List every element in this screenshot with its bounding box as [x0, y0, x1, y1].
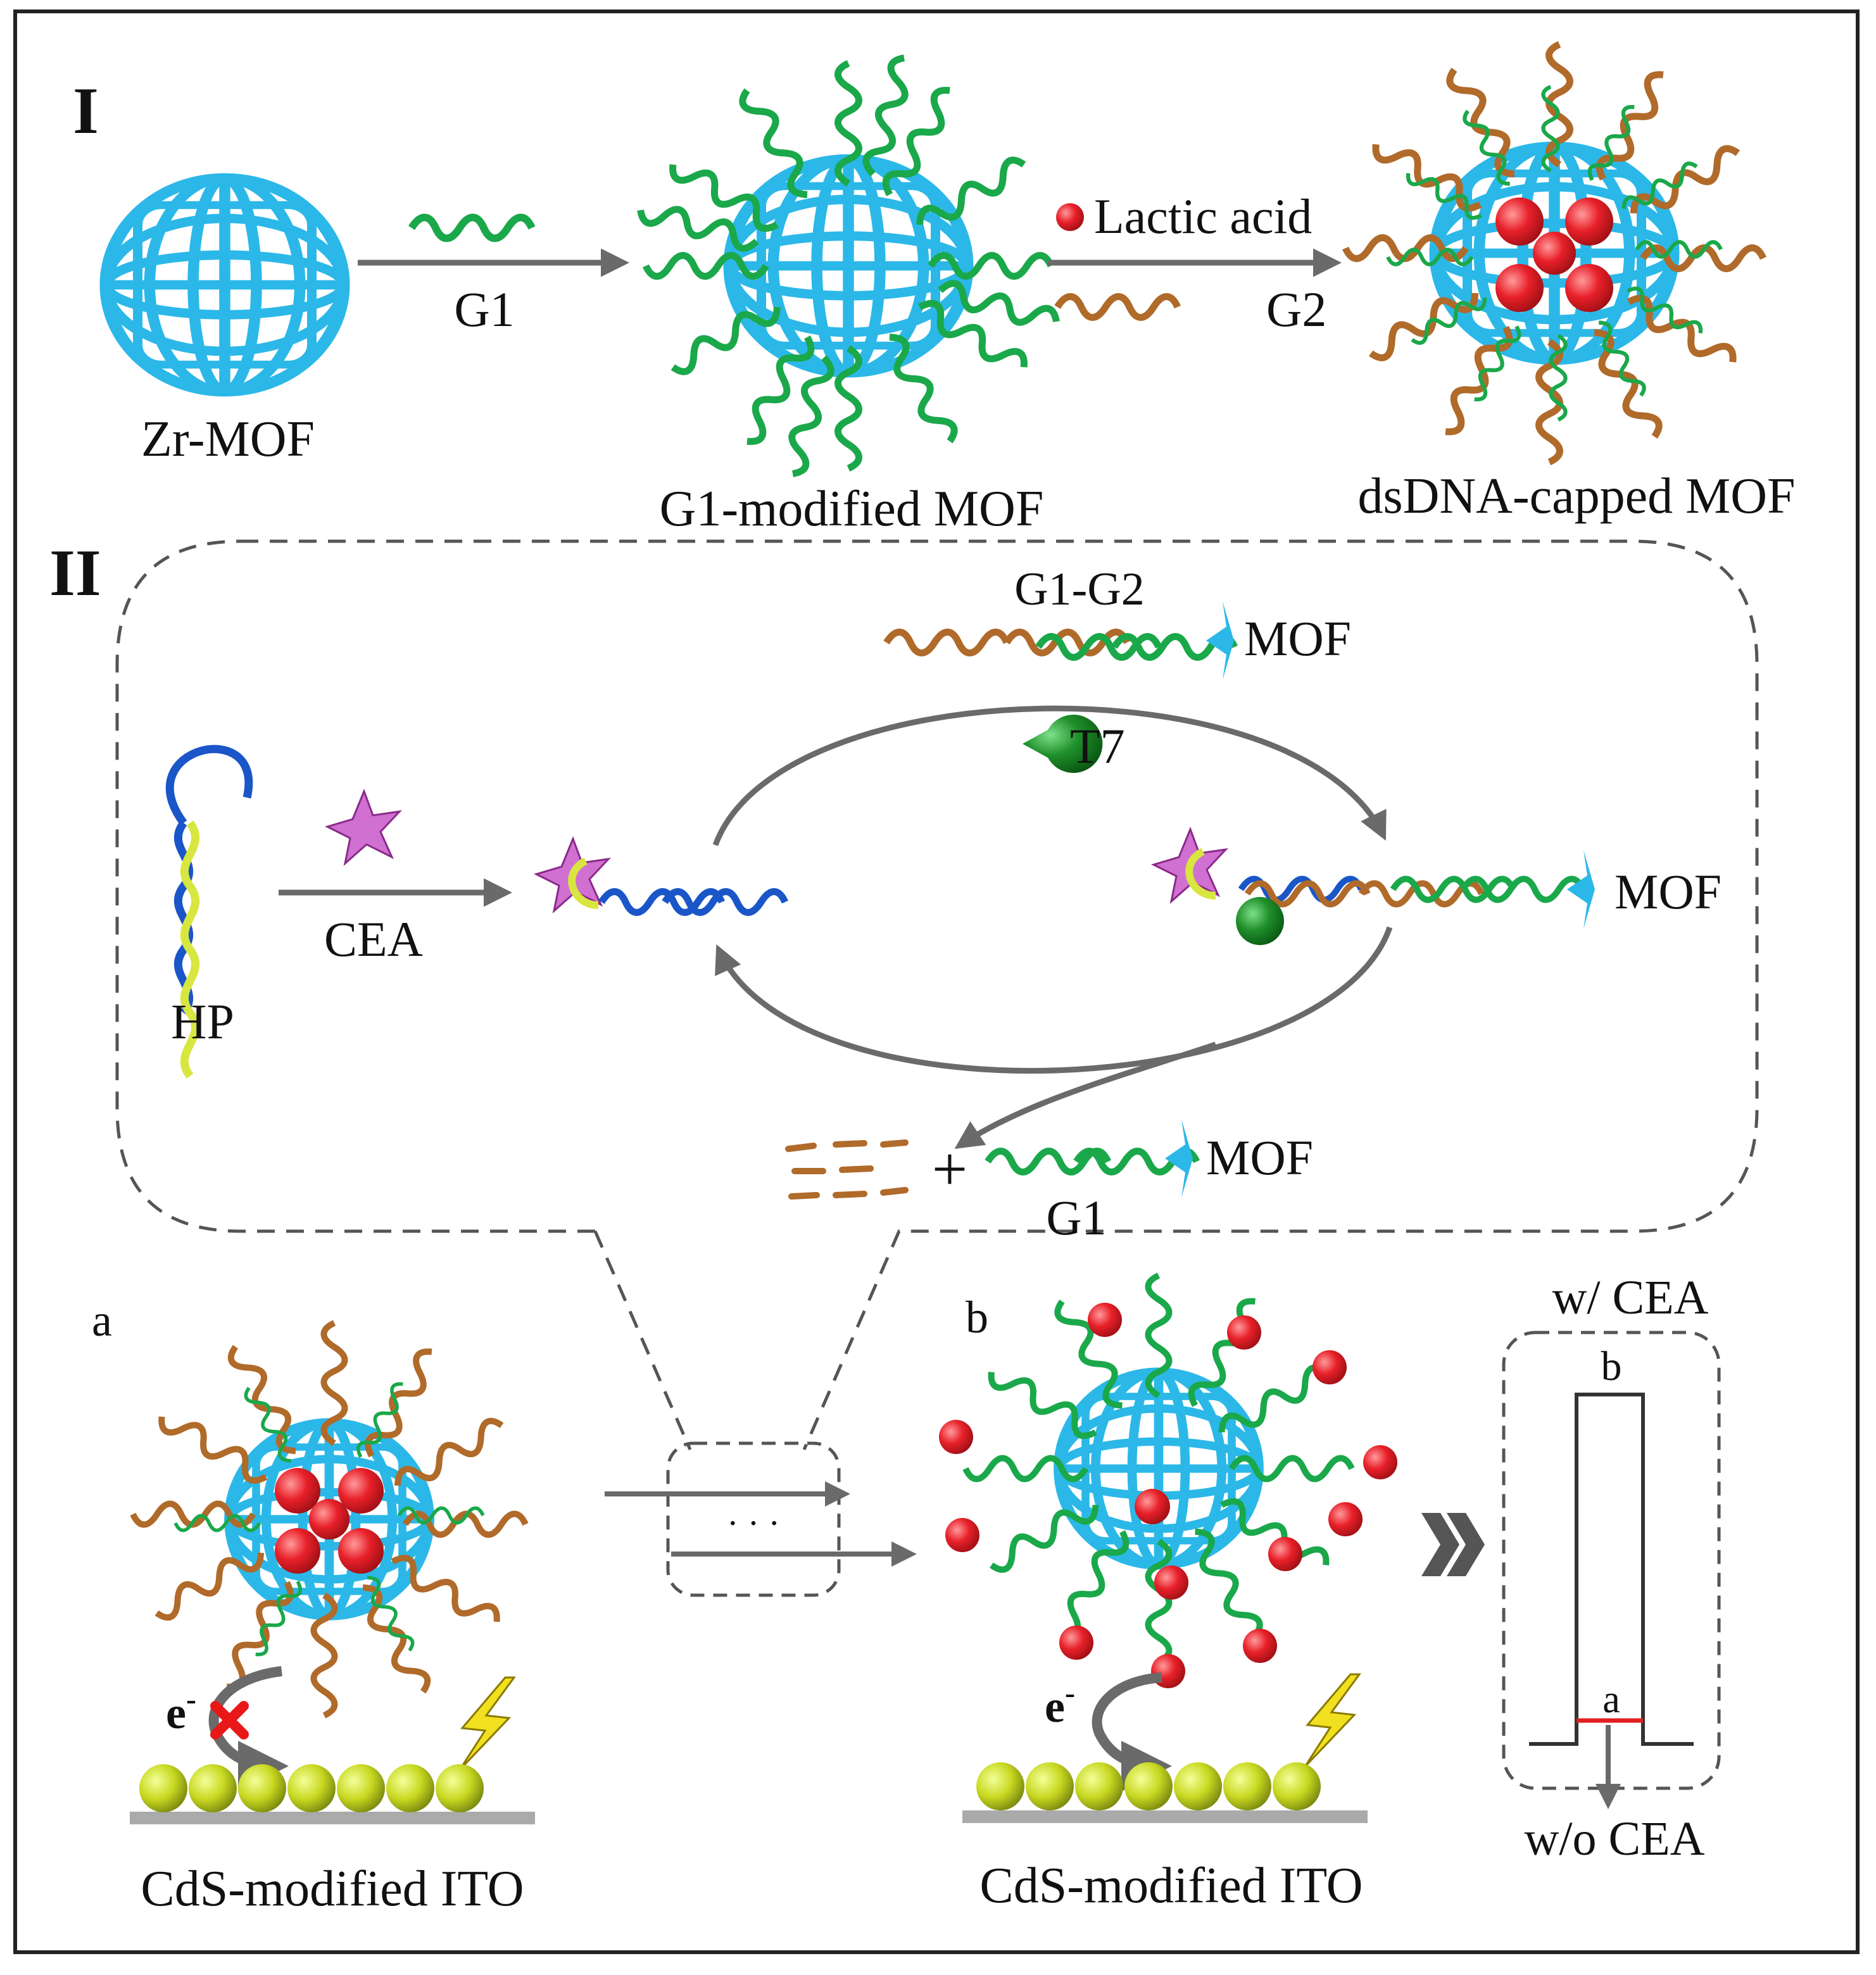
g2-fragments — [785, 1139, 909, 1200]
hp-label: HP — [171, 994, 234, 1049]
g1-strand — [412, 218, 532, 239]
with-cea-label: w/ CEA — [1552, 1271, 1709, 1324]
cea-bound-aptamer — [535, 837, 785, 913]
g1-modified-mof-label: G1-modified MOF — [660, 481, 1044, 537]
zr-mof-framework — [106, 179, 344, 391]
zr-mof-label: Zr-MOF — [141, 411, 315, 467]
release-arrow — [954, 1041, 1217, 1149]
blocked-cross-icon — [210, 1701, 249, 1740]
g1g2-duplex — [886, 632, 1235, 658]
section-label-II: II — [49, 536, 101, 610]
lactic-acid-label: Lactic acid — [1094, 189, 1312, 244]
cds-layer-b — [976, 1762, 1321, 1810]
electron-b-label: e- — [1045, 1676, 1075, 1732]
process-ellipsis: · · · — [727, 1504, 780, 1543]
g1-label: G1 — [454, 282, 514, 337]
electron-path-b — [1092, 1672, 1172, 1791]
amplification-callout — [115, 539, 1759, 1450]
released-g1-strand — [988, 1151, 1197, 1172]
g2-label: G2 — [1266, 282, 1326, 337]
light-bolt-b-icon — [1304, 1673, 1361, 1768]
mof-anchor-top-icon — [1206, 601, 1234, 680]
dsdna-capped-mof-label: dsDNA-capped MOF — [1357, 468, 1795, 524]
lactic-acid-icon — [1056, 203, 1084, 231]
cds-ito-a-label: CdS-modified ITO — [141, 1861, 524, 1917]
mof-anchor-bottom-icon — [1165, 1119, 1193, 1198]
mof-right-label: MOF — [1615, 864, 1722, 919]
plus-sign: + — [932, 1134, 967, 1204]
state-a-label: a — [92, 1295, 112, 1346]
g1g2-label: G1-G2 — [1014, 563, 1145, 615]
photocurrent-trace-b — [1529, 1393, 1694, 1746]
light-bolt-a-icon — [458, 1676, 515, 1771]
t7-label: T7 — [1070, 718, 1125, 774]
double-chevron-icon — [1421, 1513, 1485, 1576]
cycle-arrow-bottom — [715, 926, 1393, 1074]
cds-ito-b-label: CdS-modified ITO — [979, 1858, 1363, 1914]
cycle-arrow-top — [712, 705, 1387, 846]
opened-mof-on-electrode — [966, 1276, 1352, 1662]
section-label-I: I — [73, 73, 99, 147]
peak-b-label: b — [1601, 1343, 1622, 1389]
capped-mof-on-electrode — [133, 1323, 526, 1715]
electron-a-label: e- — [166, 1683, 196, 1738]
mof-anchor-right-icon — [1567, 850, 1595, 929]
dsdna-capped-mof — [1345, 44, 1763, 462]
figure-border — [13, 9, 1860, 1954]
mof-bottom-label: MOF — [1206, 1130, 1313, 1185]
g2-strand — [1057, 297, 1178, 318]
g1-modified-mof — [638, 55, 1059, 476]
state-b-label: b — [966, 1292, 988, 1343]
cea-label: CEA — [324, 912, 423, 967]
g1-bottom-label: G1 — [1046, 1190, 1106, 1245]
cea-star-icon — [326, 790, 401, 865]
without-cea-label: w/o CEA — [1525, 1812, 1705, 1865]
peak-a-label: a — [1602, 1678, 1620, 1721]
ito-substrate-a — [130, 1812, 535, 1824]
process-box — [666, 1441, 841, 1597]
ito-substrate-b — [962, 1810, 1368, 1823]
cds-layer-a — [139, 1764, 484, 1812]
hp-hairpin — [165, 744, 253, 1079]
cea-g1g2-t7-complex — [1152, 828, 1583, 945]
mof-top-label: MOF — [1244, 611, 1351, 666]
t7-exonuclease-icon — [1023, 715, 1103, 773]
